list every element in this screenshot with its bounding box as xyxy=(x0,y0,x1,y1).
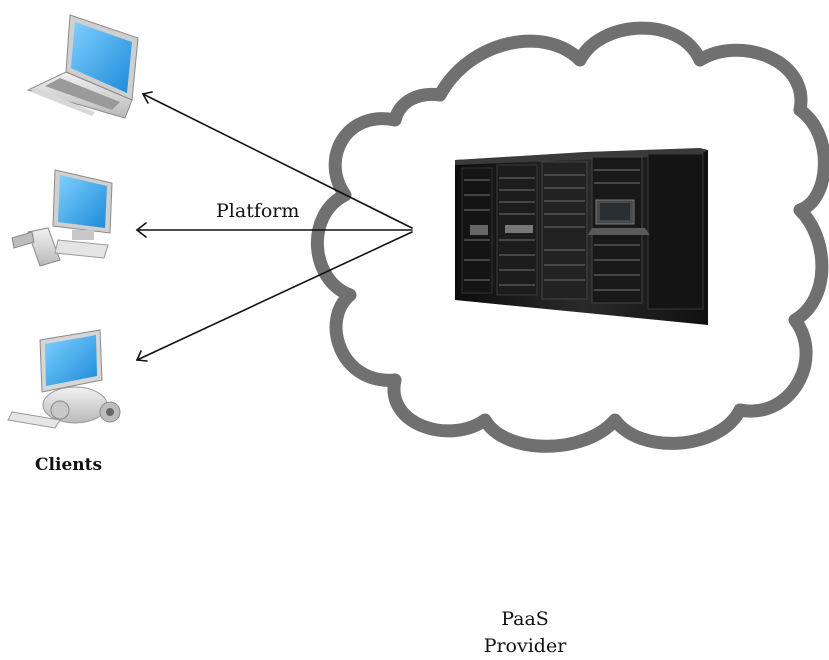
provider-label-line2: Provider xyxy=(483,635,567,657)
provider-label-line1: PaaS xyxy=(501,608,549,630)
provider-label-text: PaaS Provider xyxy=(455,606,595,660)
desktop-computer-icon xyxy=(11,169,113,267)
platform-arrows xyxy=(135,91,413,362)
arrow-to-laptop xyxy=(142,93,413,229)
arrowhead-imac xyxy=(135,350,148,362)
arrowhead-laptop xyxy=(141,91,153,104)
paas-diagram xyxy=(7,14,829,453)
laptop-icon xyxy=(26,14,139,119)
server-rack-icon xyxy=(455,148,708,325)
all-in-one-computer-icon xyxy=(7,329,121,429)
clients-label: Clients xyxy=(35,455,103,475)
arrow-to-imac xyxy=(136,231,413,361)
edge-label-platform: Platform xyxy=(216,200,300,222)
arrowhead-desktop xyxy=(135,222,147,238)
